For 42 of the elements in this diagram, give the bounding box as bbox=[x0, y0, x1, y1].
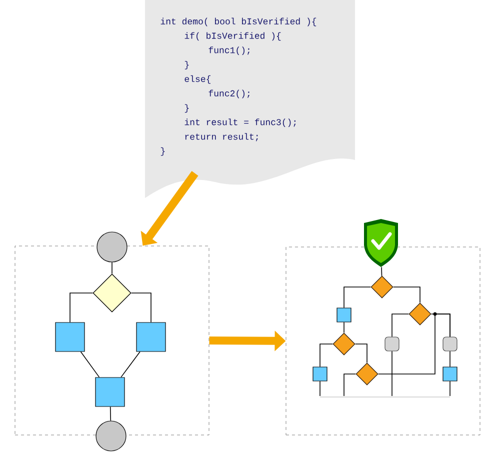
code-line: func1(); bbox=[208, 46, 250, 55]
code-document bbox=[145, 0, 355, 198]
code-line: } bbox=[184, 104, 189, 113]
connector-line bbox=[378, 312, 450, 374]
circle-node bbox=[96, 420, 126, 452]
group-frame bbox=[286, 246, 480, 436]
code-line: else{ bbox=[184, 75, 210, 84]
code-line: } bbox=[184, 61, 189, 70]
decision-diamond bbox=[356, 362, 378, 386]
process-box bbox=[136, 322, 166, 352]
code-line: func2(); bbox=[208, 90, 250, 98]
connector-line bbox=[80, 351, 100, 378]
connector-line bbox=[344, 286, 372, 308]
rounded-box bbox=[384, 336, 400, 352]
code-line: int result = func3(); bbox=[184, 118, 296, 127]
process-box bbox=[55, 322, 85, 352]
code-line: if( bIsVerified ){ bbox=[184, 32, 281, 41]
connector-line bbox=[392, 314, 410, 338]
code-line: return result; bbox=[185, 133, 258, 142]
decision-diamond bbox=[408, 302, 432, 326]
connector-line bbox=[354, 344, 368, 364]
connector-line bbox=[344, 374, 356, 396]
decision-diamond bbox=[92, 274, 132, 312]
rounded-box bbox=[442, 336, 458, 352]
process-box bbox=[312, 366, 328, 382]
connector-line bbox=[130, 292, 152, 323]
connector-line bbox=[70, 292, 94, 323]
process-box bbox=[336, 308, 352, 322]
shield-icon bbox=[364, 219, 398, 267]
connector-line bbox=[392, 286, 420, 304]
circle-node bbox=[96, 232, 128, 262]
connector-line bbox=[381, 266, 382, 276]
code-line: } bbox=[160, 147, 165, 156]
decision-diamond bbox=[332, 332, 356, 356]
process-box bbox=[442, 366, 458, 382]
decision-diamond bbox=[370, 276, 394, 298]
group-frame bbox=[14, 246, 210, 436]
connector-line bbox=[120, 351, 140, 378]
process-box bbox=[95, 377, 125, 407]
code-line: int demo( bool bIsVerified ){ bbox=[160, 18, 316, 26]
connector-line bbox=[110, 406, 112, 422]
connector-line bbox=[320, 344, 334, 368]
